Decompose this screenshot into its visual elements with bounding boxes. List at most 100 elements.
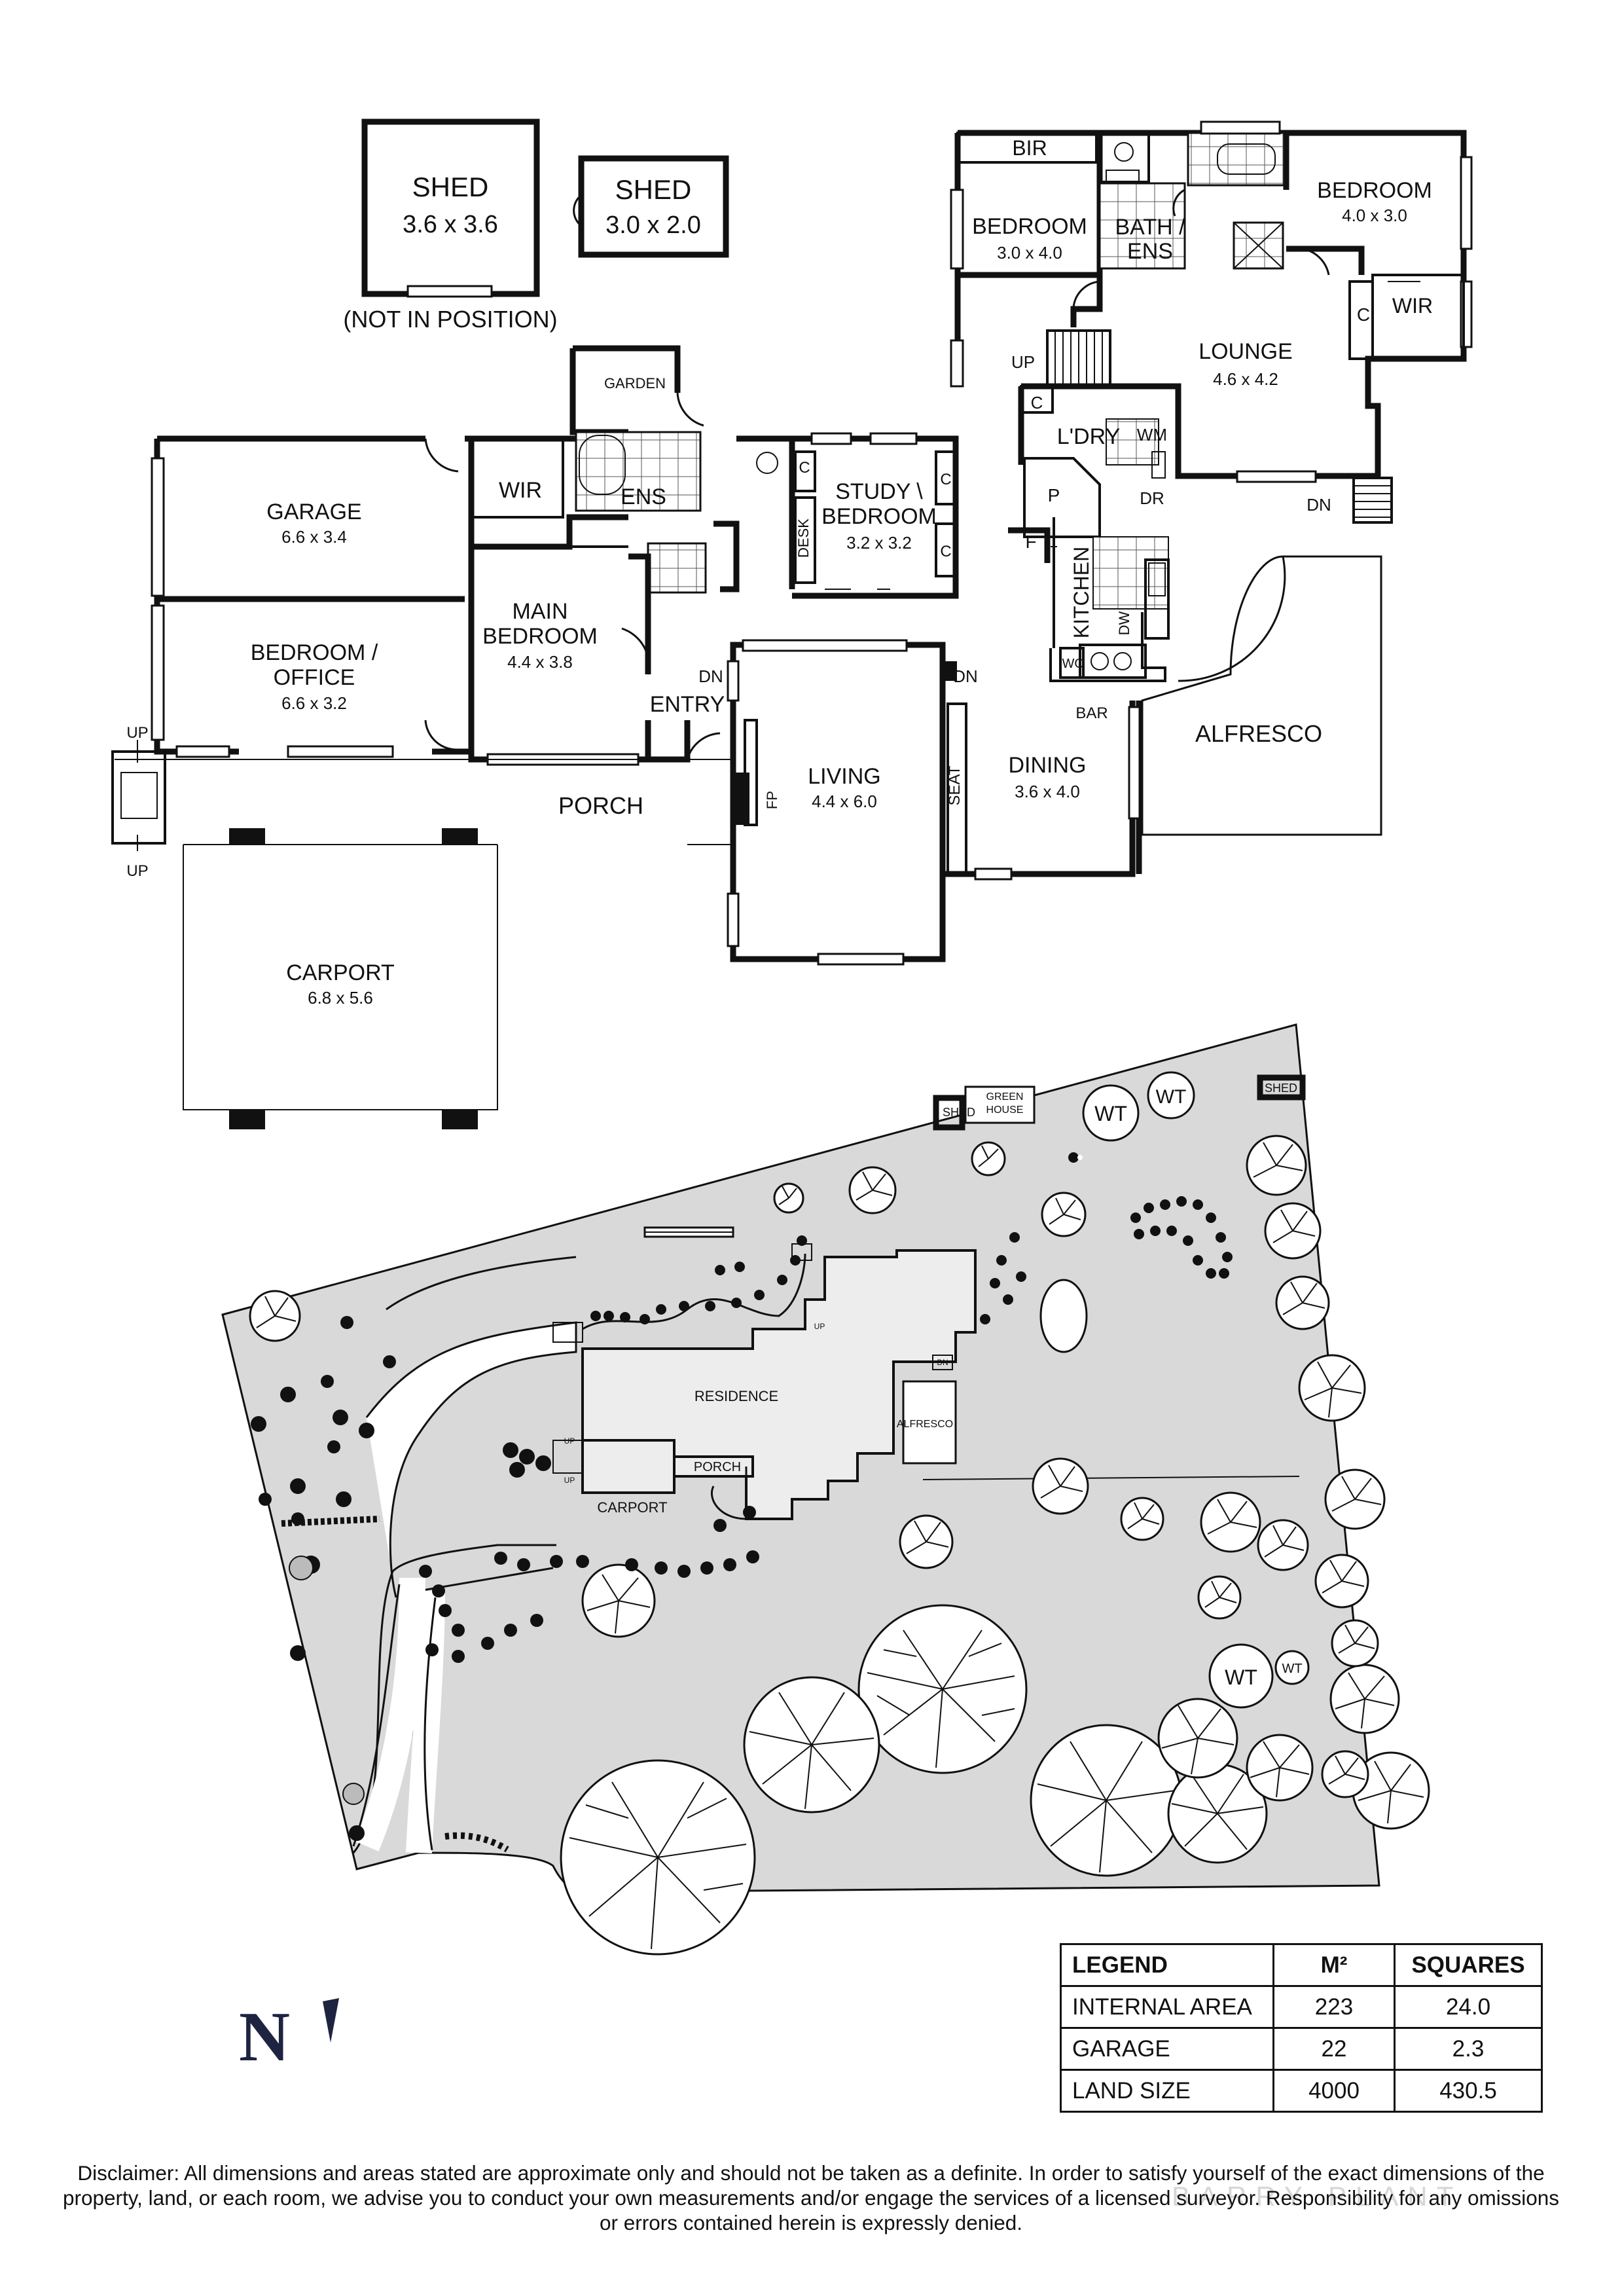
main-wing [111,345,1382,1129]
site-plan: WT WT WT WT SHED SHED GREEN HOUSE RESIDE… [221,1023,1430,1956]
legend-header-legend: LEGEND [1060,1943,1274,1987]
dn-entry-label: DN [698,666,723,686]
laundry-label: L'DRY [1057,424,1121,449]
dining-dims: 3.6 x 4.0 [1015,782,1080,801]
brand-watermark: BARRY PLANT [1172,2181,1463,2212]
site-up-c: UP [814,1322,825,1331]
main-bedroom-label: MAIN [513,599,568,624]
legend-cell: 223 [1272,1985,1396,2029]
upper-right-wing [950,120,1473,682]
entry-label: ENTRY [650,692,725,717]
ens-main-label: ENS [621,484,666,509]
dn-right-label: DN [1307,495,1331,515]
c-right-label: C [1357,304,1370,325]
iwo-label: IWO [1058,657,1085,671]
c-study-c-label: C [940,543,951,560]
legend-header-m2: M² [1272,1943,1396,1987]
up-top-label: UP [126,724,148,742]
c-laundry-label: C [1031,393,1043,412]
shed-large-note: (NOT IN POSITION) [343,306,557,333]
seat-label: SEAT [946,765,964,805]
dr-label: DR [1140,488,1164,508]
main-bedroom-label-2: BEDROOM [482,624,598,649]
shed-large: SHED 3.6 x 3.6 (NOT IN POSITION) [343,118,558,333]
greenhouse-label-2: HOUSE [986,1104,1024,1116]
living-label: LIVING [808,764,880,789]
alfresco-label: ALFRESCO [1195,720,1322,747]
bedroom-3-label: BEDROOM [1317,178,1432,203]
garage-label: GARAGE [266,500,361,524]
garden-label: GARDEN [604,375,666,392]
bedroom-office-label-2: OFFICE [274,665,355,690]
legend-cell: 4000 [1272,2069,1396,2113]
c-study-a-label: C [799,459,810,477]
study-label: STUDY \ [835,479,923,504]
desk-label: DESK [795,519,812,558]
site-shed-b-label: SHED [1265,1082,1297,1095]
living-dims: 4.4 x 6.0 [812,792,877,811]
main-bedroom-dims: 4.4 x 3.8 [507,652,573,672]
kitchen-label: KITCHEN [1070,547,1093,638]
wm-label: WM [1137,425,1167,445]
carport-label: CARPORT [286,960,395,985]
bedroom-office-label: BEDROOM / [251,640,378,665]
shrubs [251,1152,1233,1841]
dw-label: DW [1116,611,1132,635]
plan-labels: BIR BEDROOM 3.0 x 4.0 BATH / ENS BEDROOM… [126,136,1433,1008]
shed-small-label: SHED [615,174,692,205]
wir-main-label: WIR [499,478,542,503]
site-carport-label: CARPORT [597,1499,667,1516]
site-dn-a: DN [937,1358,948,1367]
bedroom-2-label: BEDROOM [972,214,1087,239]
bath-label: BATH / [1115,215,1185,240]
wt-label-4: WT [1282,1662,1302,1676]
bedroom-3-dims: 4.0 x 3.0 [1342,206,1407,225]
site-shed-a-label: SHED [943,1106,975,1119]
up-bottom-label: UP [126,862,148,880]
legend-table: LEGEND M² SQUARES INTERNAL AREA 223 24.0… [1060,1943,1543,2113]
greenhouse-label: GREEN [986,1091,1024,1102]
shed-large-label: SHED [412,172,489,202]
study-dims: 3.2 x 3.2 [846,533,912,553]
shed-small-dims: 3.0 x 2.0 [605,211,701,239]
north-arrow-icon [323,1998,339,2043]
legend-cell: INTERNAL AREA [1060,1985,1274,2029]
disclaimer-text: Disclaimer: All dimensions and areas sta… [62,2161,1560,2234]
north-arrow: N [239,1998,339,2076]
site-up-b: UP [564,1476,575,1485]
legend-cell: GARAGE [1060,2027,1274,2071]
site-porch-label: PORCH [694,1460,741,1474]
bedroom-2-dims: 3.0 x 4.0 [997,243,1062,263]
north-letter: N [239,1998,290,2076]
legend-cell: LAND SIZE [1060,2069,1274,2113]
porch-label: PORCH [558,792,643,819]
c-study-b-label: C [940,471,951,488]
legend-cell: 430.5 [1394,2069,1543,2113]
bedroom-office-dims: 6.6 x 3.2 [281,693,347,713]
site-alfresco-label: ALFRESCO [897,1419,953,1430]
wt-label-1: WT [1094,1102,1127,1125]
legend-cell: 2.3 [1394,2027,1543,2071]
legend-row: LAND SIZE 4000 430.5 [1060,2069,1543,2113]
bar-label: BAR [1075,704,1108,722]
wir-right-label: WIR [1392,294,1433,318]
legend-row: GARAGE 22 2.3 [1060,2027,1543,2071]
dining-label: DINING [1009,753,1087,778]
pantry-label: P [1048,485,1060,505]
legend-cell: 24.0 [1394,1985,1543,2029]
legend-cell: 22 [1272,2027,1396,2071]
study-bedroom-label: BEDROOM [821,504,937,529]
fp-label: FP [764,791,780,809]
legend-header-squares: SQUARES [1394,1943,1543,1987]
garage-dims: 6.6 x 3.4 [281,527,347,547]
site-up-a: UP [564,1436,575,1446]
wt-label-2: WT [1156,1086,1187,1108]
up-lounge-label: UP [1011,352,1035,372]
bir-label: BIR [1012,136,1047,160]
residence-label: RESIDENCE [694,1388,778,1404]
wt-label-3: WT [1225,1666,1257,1689]
tree-canopies [249,1135,1430,1956]
shed-small: SHED 3.0 x 2.0 [573,155,729,258]
dn-living-label: DN [953,666,978,686]
carport-dims: 6.8 x 5.6 [308,988,373,1008]
